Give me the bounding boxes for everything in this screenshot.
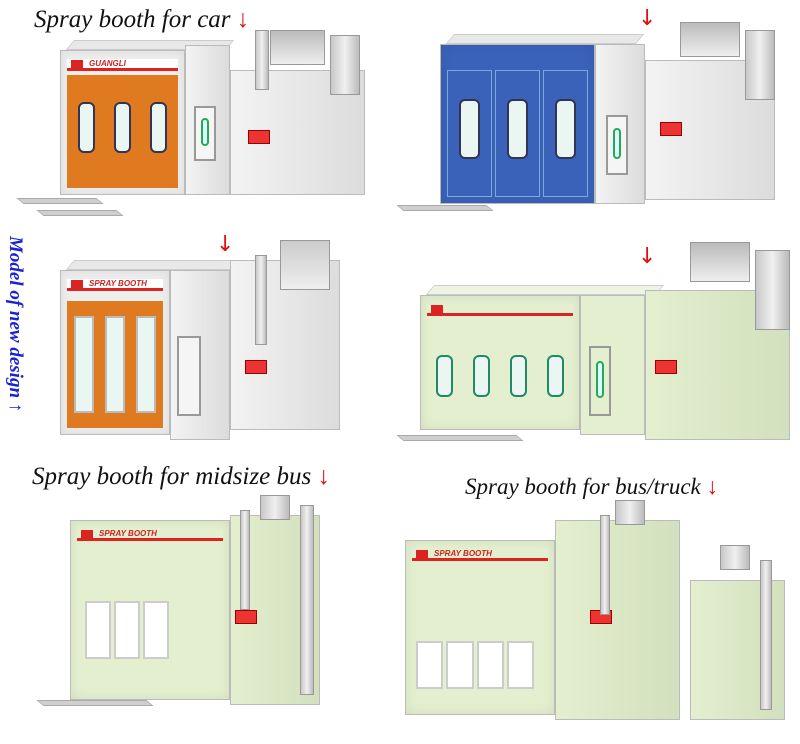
down-arrow-icon: ↓: [317, 463, 330, 490]
caption-text: Spray booth for bus/truck: [465, 474, 701, 499]
caption-bus-truck: Spray booth for bus/truck ↓: [465, 474, 718, 500]
down-arrow-icon: ↓: [638, 6, 657, 31]
caption-text: Spray booth for midsize bus: [32, 463, 312, 490]
down-arrow-icon: ↓: [638, 244, 657, 269]
brand-label: SPRAY BOOTH: [89, 279, 147, 288]
up-arrow-icon: ↑: [5, 402, 26, 413]
new-design-spray-booth-image: SPRAY BOOTH: [30, 230, 400, 460]
brand-label: SPRAY BOOTH: [434, 549, 492, 558]
booth-front: SPRAY BOOTH: [405, 540, 555, 715]
caption-text: Spray booth for car: [34, 6, 231, 33]
car-spray-booth-image: GUANGLI: [0, 0, 400, 225]
booth-front: [440, 44, 595, 204]
green-spray-booth-image: [396, 230, 800, 460]
down-arrow-icon: ↓: [236, 6, 250, 33]
brand-label: GUANGLI: [89, 59, 126, 68]
brand-label: SPRAY BOOTH: [99, 529, 157, 538]
caption-midsize-bus: Spray booth for midsize bus ↓: [32, 463, 330, 491]
caption-new-design: Model of new design ↑: [2, 236, 26, 458]
booth-front: SPRAY BOOTH: [70, 520, 230, 700]
midsize-bus-spray-booth-image: SPRAY BOOTH: [0, 495, 400, 744]
booth-front: GUANGLI: [60, 50, 185, 195]
booth-front: SPRAY BOOTH: [60, 270, 170, 435]
bus-truck-spray-booth-image: SPRAY BOOTH: [400, 500, 800, 744]
down-arrow-icon: ↓: [706, 474, 719, 499]
caption-text: Model of new design: [5, 236, 26, 399]
blue-spray-booth-image: [396, 0, 800, 225]
booth-front: [420, 295, 580, 430]
down-arrow-icon: ↓: [216, 232, 235, 257]
caption-car: Spray booth for car ↓: [34, 6, 249, 34]
